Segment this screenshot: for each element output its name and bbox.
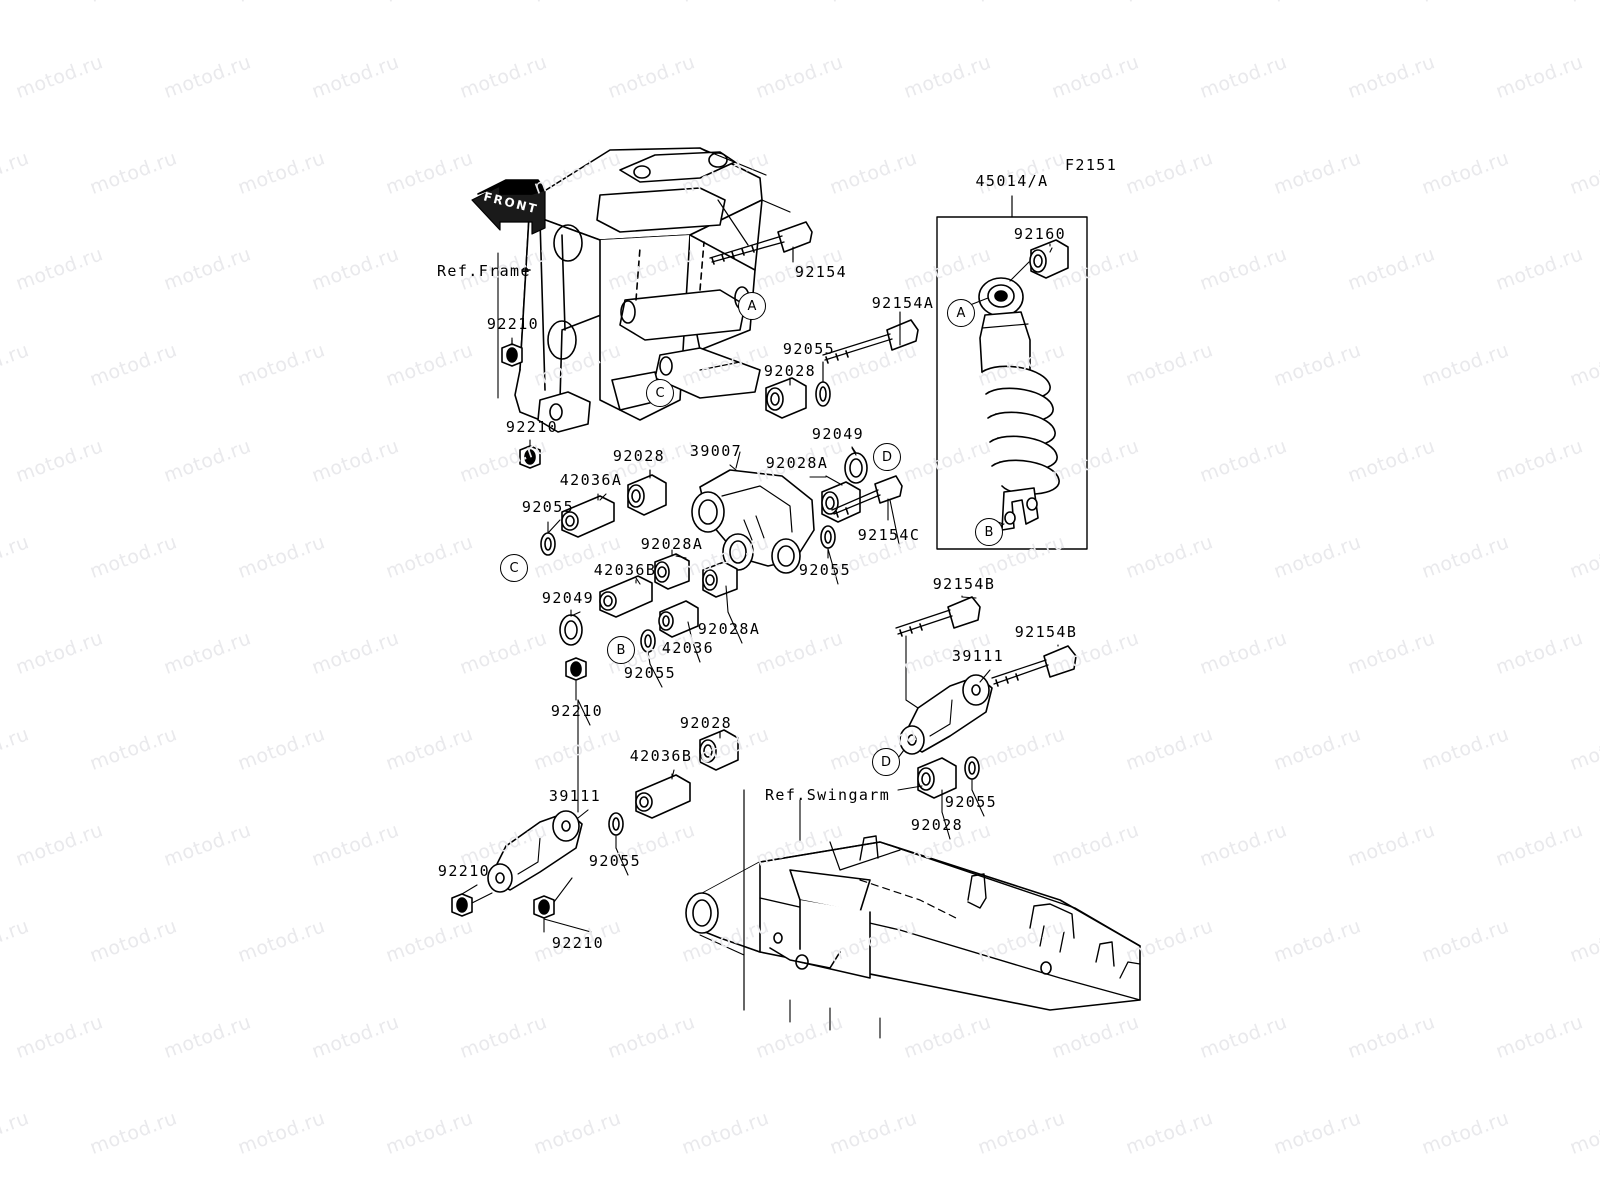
bolt-92154 bbox=[709, 221, 813, 265]
seal-92049-1 bbox=[844, 446, 868, 484]
part-number-label: 39111 bbox=[548, 787, 602, 805]
part-number-label: 92028 bbox=[910, 816, 964, 834]
frame-assembly bbox=[497, 147, 791, 433]
part-number-label: 39111 bbox=[951, 647, 1005, 665]
bushing-92028-lowleft bbox=[699, 729, 739, 771]
part-number-label: 92210 bbox=[486, 315, 540, 333]
circle-marker-c: C bbox=[500, 554, 528, 582]
part-number-label: 92055 bbox=[623, 664, 677, 682]
nut-92210-3 bbox=[565, 657, 587, 701]
circle-marker-b: B bbox=[607, 636, 635, 664]
leader-A-shock bbox=[969, 297, 989, 306]
ref-frame-label: Ref.Frame bbox=[437, 262, 531, 280]
bolt-92154B-2 bbox=[991, 645, 1077, 687]
seal-92049-2 bbox=[559, 609, 583, 646]
bushing-92028-mid bbox=[627, 469, 667, 516]
part-number-label: 42036B bbox=[629, 747, 693, 765]
bushing-92028A-3 bbox=[702, 561, 738, 613]
swingarm-assembly bbox=[685, 789, 1141, 1039]
tie-rod-left-39111 bbox=[487, 699, 583, 893]
part-number-label: 92210 bbox=[437, 862, 491, 880]
bolt-92154C bbox=[831, 475, 903, 521]
rocker-arm-39007 bbox=[691, 451, 815, 574]
tie-rod-right-39111 bbox=[899, 674, 993, 755]
part-number-label: 92055 bbox=[798, 561, 852, 579]
part-number-label: 92154B bbox=[1014, 623, 1078, 641]
bushing-92028-right bbox=[917, 757, 957, 813]
part-number-label: 92055 bbox=[588, 852, 642, 870]
part-number-label: 92055 bbox=[521, 498, 575, 516]
part-number-label: 92028A bbox=[697, 620, 761, 638]
washer-92055-lowmid bbox=[640, 629, 656, 665]
washer-92055-right bbox=[820, 525, 836, 559]
circle-marker-a: A bbox=[738, 292, 766, 320]
nut-92210-5 bbox=[533, 877, 573, 933]
leader-lines bbox=[461, 247, 1059, 933]
part-number-label: 92154C bbox=[857, 526, 921, 544]
bushing-92028A-2 bbox=[654, 549, 690, 590]
part-number-label: 92210 bbox=[551, 934, 605, 952]
part-number-label: 92160 bbox=[1013, 225, 1067, 243]
ref-swingarm-label: Ref.Swingarm bbox=[765, 786, 891, 804]
diagram-code: F2151 bbox=[1065, 156, 1118, 174]
part-number-label: 92210 bbox=[505, 418, 559, 436]
washer-92055-right2 bbox=[964, 756, 980, 791]
part-number-label: 92055 bbox=[944, 793, 998, 811]
front-arrow-label: FRONT bbox=[482, 189, 540, 217]
bolt-92154B-1 bbox=[895, 595, 981, 709]
circle-marker-c: C bbox=[646, 379, 674, 407]
collar-42036 bbox=[658, 600, 699, 641]
part-number-label: 92028 bbox=[612, 447, 666, 465]
part-number-label: 92028A bbox=[765, 454, 829, 472]
part-number-label: 92154A bbox=[871, 294, 935, 312]
circle-marker-a: A bbox=[947, 299, 975, 327]
collar-42036B-2 bbox=[635, 773, 691, 819]
part-number-label: 92210 bbox=[550, 702, 604, 720]
bushing-92160 bbox=[1009, 239, 1069, 282]
part-number-label: 92055 bbox=[782, 340, 836, 358]
part-number-label: 92028 bbox=[679, 714, 733, 732]
part-number-label: 42036A bbox=[559, 471, 623, 489]
washer-92055-left bbox=[540, 521, 556, 556]
shock-absorber bbox=[978, 277, 1060, 531]
collar-42036A bbox=[561, 493, 615, 538]
front-arrow-shape bbox=[471, 179, 546, 235]
part-number-label: 92049 bbox=[541, 589, 595, 607]
circle-marker-d: D bbox=[873, 443, 901, 471]
part-number-label: 92154B bbox=[932, 575, 996, 593]
part-number-label: 42036 bbox=[661, 639, 715, 657]
bolt-92154A bbox=[822, 311, 919, 364]
washer-92055-tierod-left bbox=[608, 812, 624, 849]
part-number-label: 42036B bbox=[593, 561, 657, 579]
part-number-label: 92049 bbox=[811, 425, 865, 443]
collar-42036B-1 bbox=[599, 575, 653, 618]
washer-92055-upper bbox=[815, 361, 831, 407]
bushing-92028-upper bbox=[765, 377, 807, 419]
part-number-label: 92028 bbox=[763, 362, 817, 380]
assembly-label-45014A: 45014/A bbox=[975, 172, 1049, 190]
part-number-label: 39007 bbox=[689, 442, 743, 460]
part-number-label: 92028A bbox=[640, 535, 704, 553]
circle-marker-d: D bbox=[872, 748, 900, 776]
part-number-label: 92154 bbox=[794, 263, 848, 281]
circle-marker-b: B bbox=[975, 518, 1003, 546]
